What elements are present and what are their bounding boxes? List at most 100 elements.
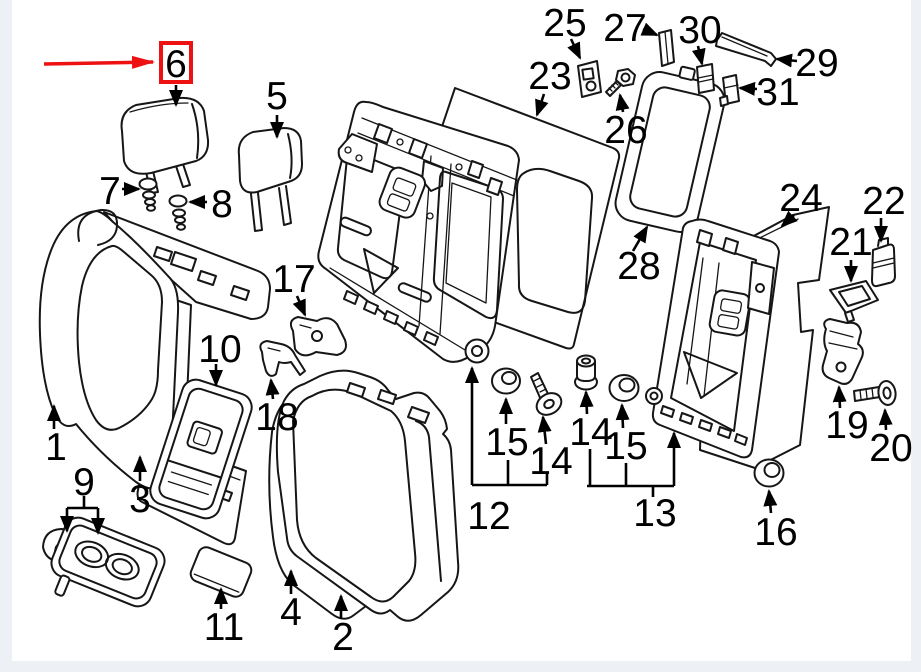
- callout-number-4[interactable]: 4: [280, 591, 302, 634]
- highlight-box: [159, 41, 193, 84]
- part-bushing-14-right: [574, 354, 598, 391]
- callout-16[interactable]: 16: [754, 489, 798, 554]
- part-screw-14-left: [530, 372, 563, 416]
- callout-arrow: [775, 53, 798, 68]
- callout-arrow: [878, 408, 893, 431]
- callout-7[interactable]: 7: [99, 170, 141, 213]
- callout-25[interactable]: 25: [543, 2, 587, 60]
- callout-arrow: [537, 415, 552, 445]
- callout-number-21[interactable]: 21: [829, 221, 872, 264]
- callout-number-22[interactable]: 22: [862, 180, 905, 223]
- callout-number-8[interactable]: 8: [211, 183, 233, 226]
- callout-arrow: [292, 295, 307, 317]
- part-hook-18: [259, 340, 306, 377]
- callout-number-20[interactable]: 20: [869, 427, 912, 470]
- callout-number-17[interactable]: 17: [272, 258, 315, 301]
- callout-number-23[interactable]: 23: [528, 55, 571, 98]
- callout-arrow: [567, 38, 582, 60]
- callout-2[interactable]: 2: [332, 594, 354, 659]
- callout-17[interactable]: 17: [272, 258, 316, 317]
- callout-6[interactable]: 6: [165, 43, 187, 107]
- callout-11[interactable]: 11: [204, 587, 245, 649]
- callout-14a[interactable]: 14: [529, 415, 573, 483]
- callout-arrow: [691, 45, 706, 66]
- callout-9[interactable]: 9: [60, 461, 105, 535]
- callout-number-11[interactable]: 11: [204, 606, 245, 649]
- callout-13[interactable]: 13: [587, 431, 681, 535]
- callout-15b[interactable]: 15: [604, 403, 648, 468]
- part-cover-21: [829, 280, 879, 323]
- callout-number-3[interactable]: 3: [129, 478, 151, 521]
- callout-arrow: [265, 378, 280, 400]
- callout-number-10[interactable]: 10: [198, 328, 241, 371]
- callout-arrow: [780, 210, 798, 228]
- part-grommet-15-left: [491, 367, 521, 395]
- part-headrest-6: [120, 96, 210, 194]
- callout-18[interactable]: 18: [255, 378, 299, 439]
- callout-3[interactable]: 3: [129, 455, 151, 521]
- callout-number-5[interactable]: 5: [266, 75, 288, 118]
- callout-26[interactable]: 26: [604, 93, 648, 152]
- callout-number-29[interactable]: 29: [795, 42, 838, 85]
- highlight-arrow: [43, 55, 155, 69]
- callout-1[interactable]: 1: [45, 404, 67, 469]
- callout-15a[interactable]: 15: [485, 397, 529, 464]
- callout-number-28[interactable]: 28: [617, 245, 660, 288]
- part-bracket-17: [289, 316, 347, 357]
- callout-number-31[interactable]: 31: [756, 71, 799, 114]
- callout-24[interactable]: 24: [779, 177, 823, 228]
- part-bolt-26: [605, 68, 636, 97]
- part-armrest-frame-10: [149, 378, 253, 520]
- part-cupholder-9: [42, 516, 166, 608]
- callout-arrow: [631, 225, 649, 252]
- part-headrest-5: [237, 127, 303, 232]
- callout-number-15b[interactable]: 15: [604, 425, 647, 468]
- callout-5[interactable]: 5: [266, 75, 288, 139]
- callout-number-19[interactable]: 19: [825, 404, 868, 447]
- callout-number-27[interactable]: 27: [603, 7, 646, 50]
- callout-arrow: [615, 403, 630, 429]
- callout-number-25[interactable]: 25: [543, 2, 586, 45]
- callout-number-9[interactable]: 9: [73, 461, 95, 504]
- callout-number-16[interactable]: 16: [754, 511, 797, 554]
- callout-number-18[interactable]: 18: [255, 396, 298, 439]
- callout-number-15a[interactable]: 15: [485, 421, 528, 464]
- callout-23[interactable]: 23: [528, 55, 572, 117]
- callout-number-24[interactable]: 24: [779, 177, 822, 220]
- part-seat-frame-center-12: [317, 100, 520, 364]
- callout-number-14a[interactable]: 14: [529, 440, 572, 483]
- part-grommet-15-right: [608, 374, 640, 402]
- callout-number-1[interactable]: 1: [45, 426, 67, 469]
- callout-number-6[interactable]: 6: [165, 43, 187, 86]
- callout-31[interactable]: 31: [738, 71, 800, 114]
- part-guide-sleeve-8: [168, 194, 188, 231]
- callout-12[interactable]: 12: [465, 366, 549, 538]
- callout-number-26[interactable]: 26: [604, 109, 647, 152]
- callout-10[interactable]: 10: [198, 328, 242, 387]
- part-seat-cover-2: [275, 369, 460, 622]
- callout-4[interactable]: 4: [280, 569, 302, 634]
- callout-21[interactable]: 21: [829, 221, 873, 283]
- callout-19[interactable]: 19: [825, 385, 869, 447]
- callout-arrow: [579, 390, 594, 415]
- callout-number-13[interactable]: 13: [633, 492, 676, 535]
- callout-number-14b[interactable]: 14: [569, 411, 612, 454]
- callout-27[interactable]: 27: [603, 7, 659, 50]
- callout-28[interactable]: 28: [617, 225, 661, 288]
- part-trim-frame-28: [614, 65, 726, 233]
- callout-29[interactable]: 29: [775, 42, 839, 85]
- callout-arrow: [640, 22, 659, 37]
- callout-20[interactable]: 20: [869, 408, 913, 470]
- callout-number-2[interactable]: 2: [332, 616, 354, 659]
- callout-number-30[interactable]: 30: [678, 9, 721, 52]
- callout-number-12[interactable]: 12: [467, 495, 510, 538]
- callout-22[interactable]: 22: [862, 180, 906, 243]
- callout-number-7[interactable]: 7: [99, 170, 121, 213]
- part-sleeve-27: [658, 29, 675, 67]
- callout-14b[interactable]: 14: [569, 390, 613, 454]
- callout-30[interactable]: 30: [678, 9, 722, 66]
- part-latch-19: [821, 318, 864, 385]
- callout-8[interactable]: 8: [188, 183, 233, 226]
